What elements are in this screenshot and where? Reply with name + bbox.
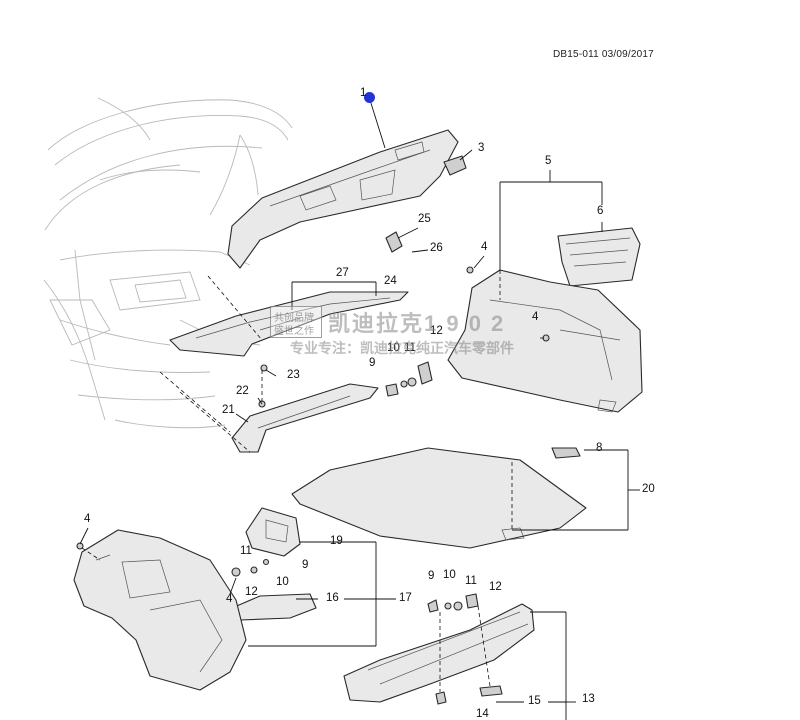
part-19-access-cover [245,507,301,557]
callout-9-left[interactable]: 9 [302,559,309,571]
fasteners-lower [76,231,550,705]
leader-lines [79,99,640,720]
callout-19[interactable]: 19 [330,535,343,547]
callout-15[interactable]: 15 [528,695,541,707]
selected-part-marker[interactable] [364,92,375,103]
callout-12-upper[interactable]: 12 [430,325,443,337]
callout-10-upper[interactable]: 10 [387,342,400,354]
part-3-bracket [443,155,467,176]
callout-4-left[interactable]: 4 [84,513,91,525]
callout-12-left[interactable]: 12 [245,586,258,598]
callout-16[interactable]: 16 [326,592,339,604]
callout-11-upper[interactable]: 11 [404,342,416,354]
callout-17[interactable]: 17 [399,592,412,604]
callout-24[interactable]: 24 [384,275,397,287]
part-13-sill-plate [343,603,535,703]
fasteners-upper [385,361,433,397]
callout-11-lower[interactable]: 11 [465,575,477,587]
callout-4-mid[interactable]: 4 [532,311,539,323]
callout-21[interactable]: 21 [222,404,235,416]
callout-9-lower[interactable]: 9 [428,570,435,582]
part-1-package-trim [227,129,459,269]
callout-11-left[interactable]: 11 [240,545,252,557]
part-24-rear-shelf [169,291,409,357]
callout-6[interactable]: 6 [597,205,604,217]
callout-27[interactable]: 27 [336,267,349,279]
callout-9-upper[interactable]: 9 [369,357,376,369]
callout-13[interactable]: 13 [582,693,595,705]
callout-10-lower[interactable]: 10 [443,569,456,581]
callout-26[interactable]: 26 [430,242,443,254]
vehicle-body-outline [43,97,293,429]
callout-23[interactable]: 23 [287,369,300,381]
callout-1[interactable]: 1 [360,87,367,99]
left-side-trim [73,529,247,691]
callout-3[interactable]: 3 [478,142,485,154]
callout-25[interactable]: 25 [418,213,431,225]
dashed-alignment-lines [81,270,546,692]
callout-10-left[interactable]: 10 [276,576,289,588]
diagram-code: DB15-011 03/09/2017 [553,49,654,60]
part-6-storage-bin [557,227,641,287]
callout-14[interactable]: 14 [476,708,489,720]
callout-20[interactable]: 20 [642,483,655,495]
callout-5[interactable]: 5 [545,155,552,167]
callout-12-lower[interactable]: 12 [489,581,502,593]
watermark-box [270,306,322,338]
callout-22[interactable]: 22 [236,385,249,397]
part-20-floor-mat [291,447,587,549]
callout-4-lower[interactable]: 4 [226,593,233,605]
part-21-sill-trim [231,383,379,453]
callout-4-upper[interactable]: 4 [481,241,488,253]
callout-8[interactable]: 8 [596,442,603,454]
